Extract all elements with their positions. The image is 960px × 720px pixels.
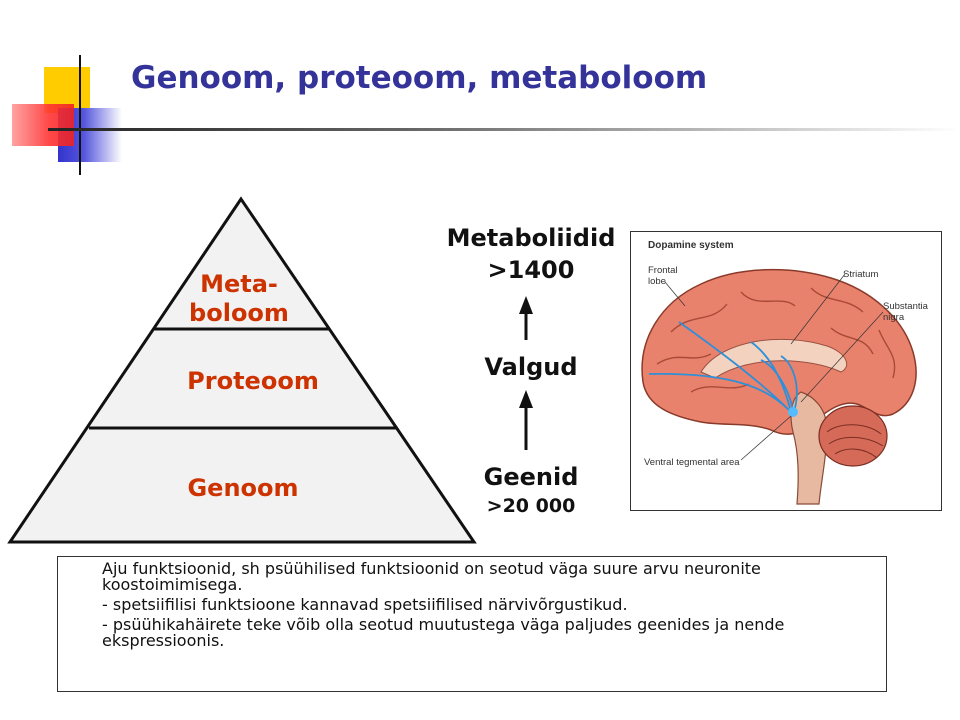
leader-substantia	[800, 311, 884, 403]
pyramid-label-metaboloom: Meta- boloom	[174, 270, 304, 328]
leader-frontal	[664, 281, 686, 307]
cerebellum	[818, 405, 888, 467]
flow-geenid-count: >20 000	[486, 495, 576, 517]
description-textbox: Aju funktsioonid, sh psüühilised funktsi…	[57, 556, 887, 692]
label-ventral-tegmental-area: Ventral tegmental area	[644, 457, 740, 468]
brainstem	[790, 391, 828, 505]
title-underline	[48, 128, 960, 131]
brain-figure-title: Dopamine system	[648, 240, 734, 251]
substantia-line1: Substantia	[883, 301, 928, 312]
vta-highlight	[788, 407, 798, 417]
pyramid-label-genoom: Genoom	[187, 474, 299, 502]
description-paragraph-3: - psüühikahäirete teke võib olla seotud …	[102, 615, 785, 650]
label-frontal-lobe: Frontal lobe	[648, 265, 678, 287]
brain-illustration	[641, 268, 917, 505]
label-substantia-nigra: Substantia nigra	[883, 301, 928, 323]
arrow-head-top	[519, 296, 533, 314]
pyramid	[7, 196, 533, 544]
leader-ventral	[740, 415, 792, 461]
flow-valgud: Valgud	[484, 353, 578, 381]
arrow-head-bottom	[519, 390, 533, 408]
cerebellum-folia	[826, 424, 884, 459]
flow-metaboliidid: Metaboliidid	[446, 224, 616, 252]
page-title: Genoom, proteoom, metaboloom	[131, 60, 708, 96]
pyramid-shape	[7, 196, 477, 544]
substantia-line2: nigra	[883, 312, 905, 323]
metaboloom-line1: Meta-	[200, 270, 278, 298]
frontal-line2: lobe	[648, 276, 666, 287]
metaboloom-line2: boloom	[189, 299, 289, 327]
leader-striatum	[790, 273, 846, 345]
frontal-line1: Frontal	[648, 265, 678, 276]
flow-metaboliidid-count: >1400	[487, 256, 575, 284]
pyramid-label-proteoom: Proteoom	[187, 367, 319, 395]
description-paragraph-1: Aju funktsioonid, sh psüühilised funktsi…	[102, 559, 761, 594]
deco-vertical-line	[79, 55, 81, 175]
label-striatum: Striatum	[843, 269, 879, 280]
flow-geenid: Geenid	[483, 463, 579, 491]
description-paragraph-2: - spetsiifilisi funktsioone kannavad spe…	[102, 595, 628, 614]
dopamine-brain-figure: Dopamine system Frontal lobe Striatum Su…	[630, 231, 942, 511]
deco-red-square	[12, 104, 74, 146]
dopamine-pathway	[648, 321, 798, 413]
brain-gyri	[656, 287, 896, 393]
